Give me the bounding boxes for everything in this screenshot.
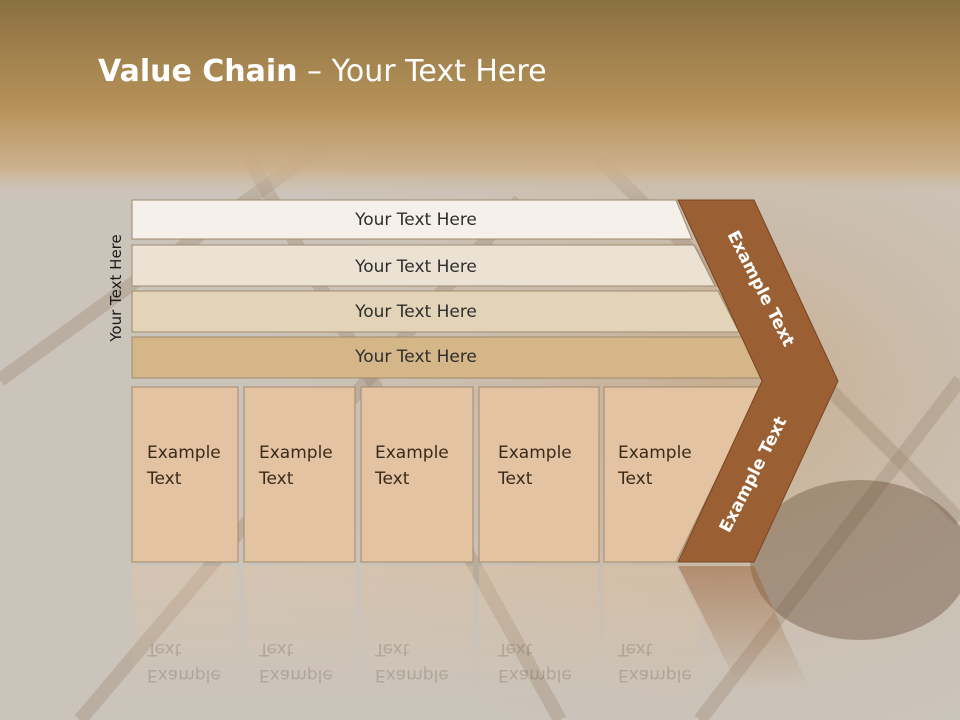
reflection-line1-1: Example	[147, 665, 221, 685]
row-label-1: Your Text Here	[354, 210, 477, 230]
slide-title: Value Chain – Your Text Here	[98, 54, 547, 89]
title-bold: Value Chain	[98, 54, 298, 89]
reflection-line1-3: Example	[375, 665, 449, 685]
column-box-5[interactable]	[603, 386, 762, 563]
column-line2-1: Text	[146, 469, 182, 489]
column-box-3[interactable]	[360, 386, 474, 563]
column-line1-5: Example	[618, 443, 692, 463]
row-label-4: Your Text Here	[354, 347, 477, 367]
column-box-4[interactable]	[478, 386, 600, 563]
reflection-line2-5: Text	[617, 639, 653, 659]
column-line1-1: Example	[147, 443, 221, 463]
reflection-line1-4: Example	[498, 665, 572, 685]
column-line1-3: Example	[375, 443, 449, 463]
reflection-line2-1: Text	[146, 639, 182, 659]
title-rest: – Your Text Here	[297, 54, 547, 89]
column-line2-3: Text	[374, 469, 410, 489]
chevron-shape[interactable]	[677, 199, 839, 563]
column-line2-2: Text	[258, 469, 294, 489]
diagram-reflection: Text Example Text Example Text Example T…	[132, 566, 810, 696]
row-bar-2[interactable]	[131, 244, 716, 287]
column-line2-4: Text	[497, 469, 533, 489]
row-bar-1[interactable]	[131, 199, 693, 240]
column-line1-4: Example	[498, 443, 572, 463]
reflection-line2-4: Text	[497, 639, 533, 659]
column-box-1[interactable]	[131, 386, 239, 563]
support-rows: Your Text Here Your Text Here Your Text …	[131, 199, 764, 379]
reflection-line2-3: Text	[374, 639, 410, 659]
column-box-2[interactable]	[243, 386, 356, 563]
column-line1-2: Example	[259, 443, 333, 463]
column-line2-5: Text	[617, 469, 653, 489]
primary-columns: Example Text Example Text Example Text E…	[131, 386, 762, 563]
reflection-line1-2: Example	[259, 665, 333, 685]
reflection-line2-2: Text	[258, 639, 294, 659]
row-label-3: Your Text Here	[354, 302, 477, 322]
reflection-line1-5: Example	[618, 665, 692, 685]
row-label-2: Your Text Here	[354, 257, 477, 277]
